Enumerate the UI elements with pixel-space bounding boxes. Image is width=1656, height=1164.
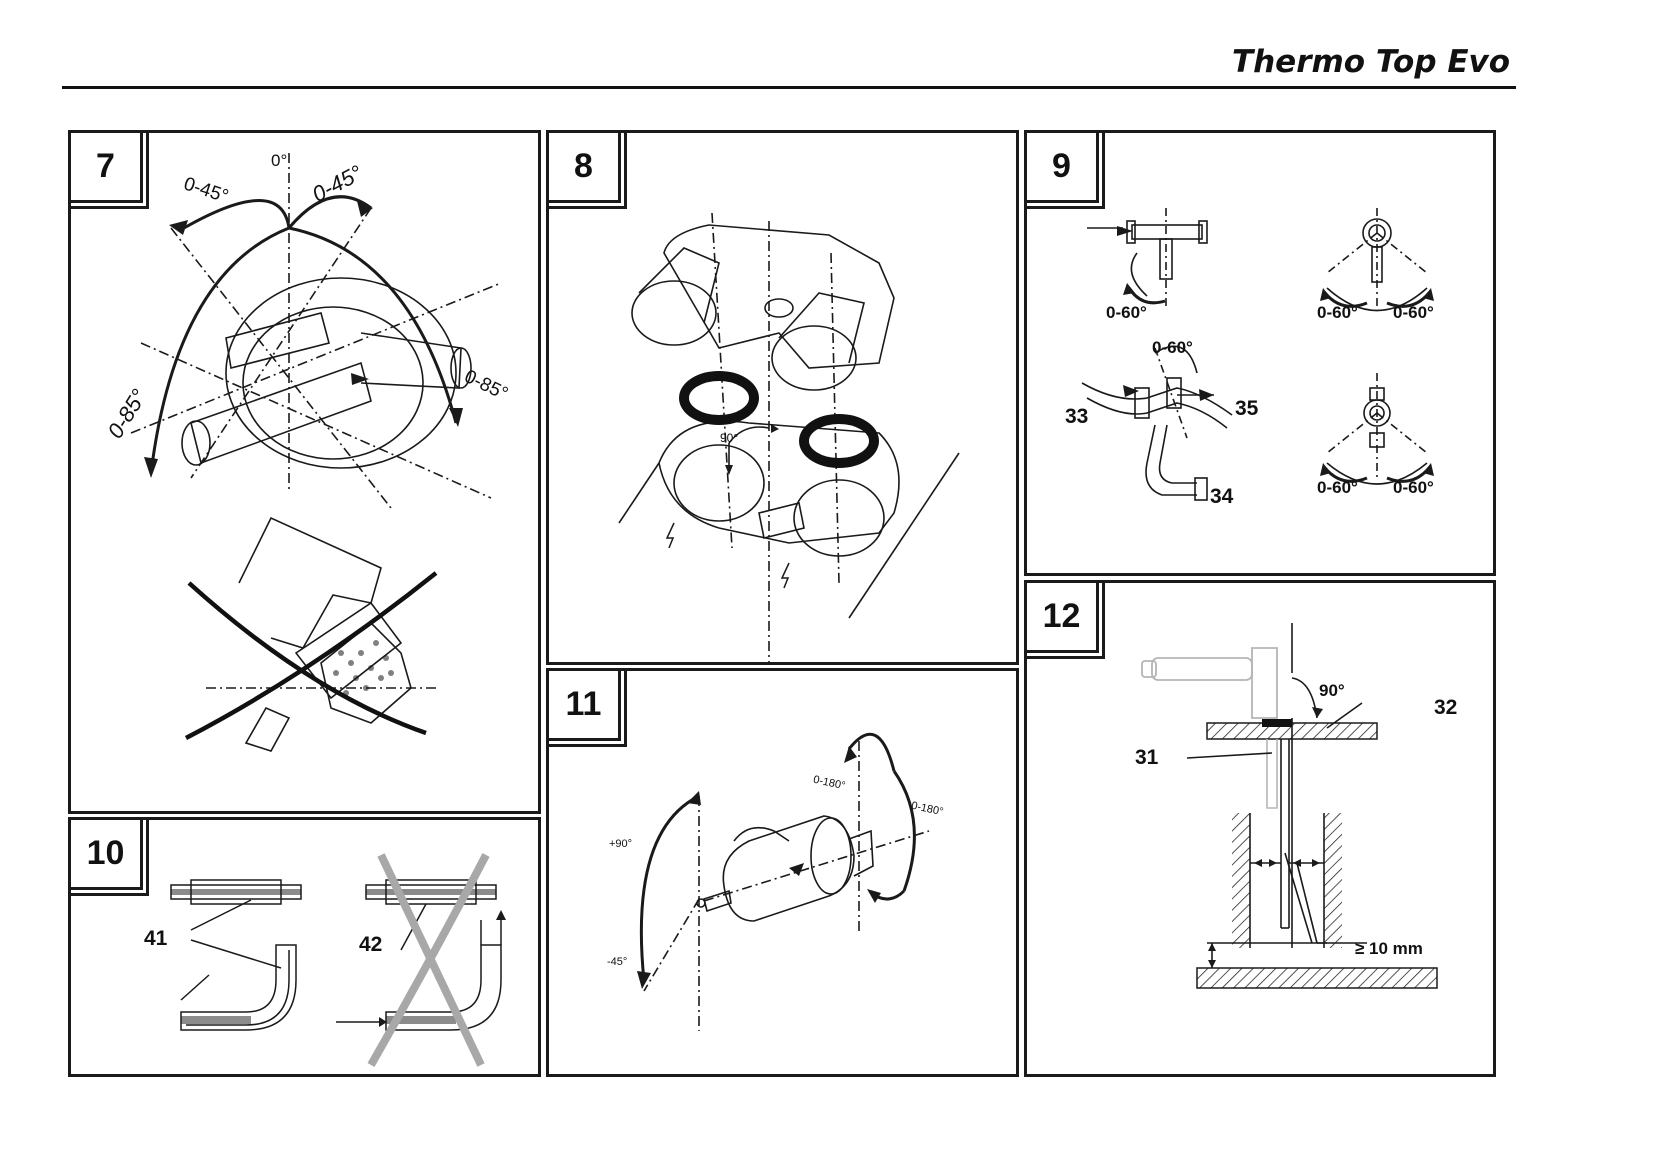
figure-7-label-0deg: 0° [271,151,288,170]
figure-7-diagram [130,153,502,752]
figure-11-diagram [637,732,930,1031]
figure-11-label-minus-45: -45° [607,956,628,968]
figure-12-diagram [1141,623,1438,989]
figure-10-panel: 10 [68,817,541,1077]
figure-9-label-0-60-e: 0-60° [1317,478,1358,497]
figure-12-label-32: 32 [1434,696,1458,719]
figure-9-panel: 9 [1024,130,1496,576]
figure-11-number: 11 [546,668,627,747]
header-rule [62,86,1516,89]
figure-7-panel: 7 [68,130,541,814]
figure-10-number: 10 [68,817,149,896]
figure-9-label-0-60-b: 0-60° [1317,303,1358,322]
figure-8-number: 8 [546,130,627,209]
figure-11-panel: 11 +90° -45° 0-180° 0-1 [546,668,1019,1077]
figure-9-label-34: 34 [1210,485,1234,508]
figure-10-label-41: 41 [144,927,168,950]
figure-9-label-33: 33 [1065,405,1089,428]
figure-9-label-0-60-c: 0-60° [1393,303,1434,322]
figure-12-panel: 12 [1024,580,1496,1077]
figure-9-label-0-60-a: 0-60° [1106,303,1147,322]
figure-8-panel: 8 [546,130,1019,665]
figure-11-label-plus-90: +90° [609,838,633,850]
figure-10-diagram [170,853,506,1067]
figure-12-label-31: 31 [1135,746,1159,769]
figure-8-diagram [618,212,960,662]
document-title: Thermo Top Evo [1231,44,1510,80]
figure-8-label-90deg: 90° [720,431,739,445]
figure-12-label-min-10mm: ≥ 10 mm [1355,939,1423,958]
figure-12-label-90deg: 90° [1319,681,1345,700]
figure-9-diagram [1081,208,1434,501]
figure-10-label-42: 42 [359,933,383,956]
figure-9-label-35: 35 [1235,397,1259,420]
figure-9-label-0-60-d: 0-60° [1152,338,1193,357]
figure-9-label-0-60-f: 0-60° [1393,478,1434,497]
